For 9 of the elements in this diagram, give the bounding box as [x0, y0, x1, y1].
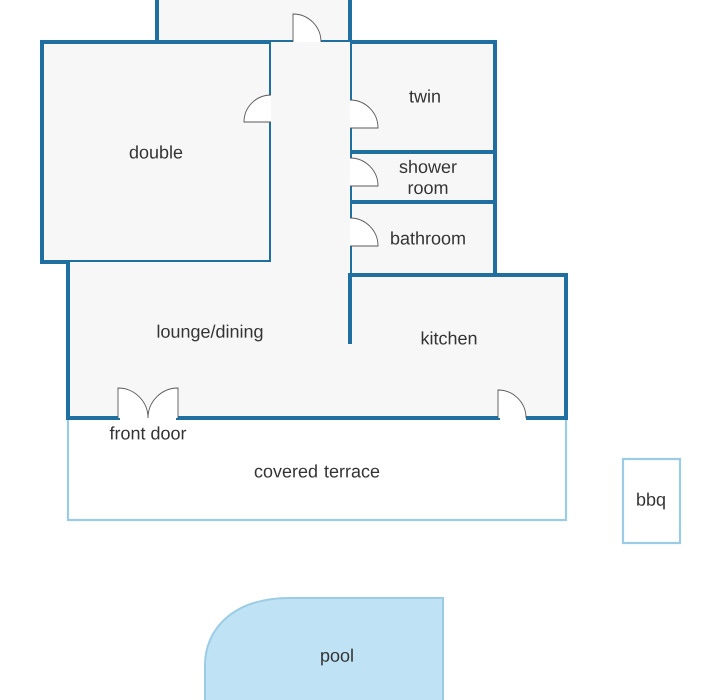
- node-label: lounge/dining: [158, 324, 262, 342]
- node-label: bathroom: [391, 231, 465, 245]
- pool: pool: [204, 597, 444, 700]
- node-label: twin: [409, 89, 440, 103]
- room-label: front door: [110, 426, 186, 440]
- node-label: double: [130, 145, 182, 159]
- bbq-area: bbq: [622, 458, 682, 544]
- room: bathroom: [348, 200, 497, 277]
- node-label: shower room: [399, 160, 457, 194]
